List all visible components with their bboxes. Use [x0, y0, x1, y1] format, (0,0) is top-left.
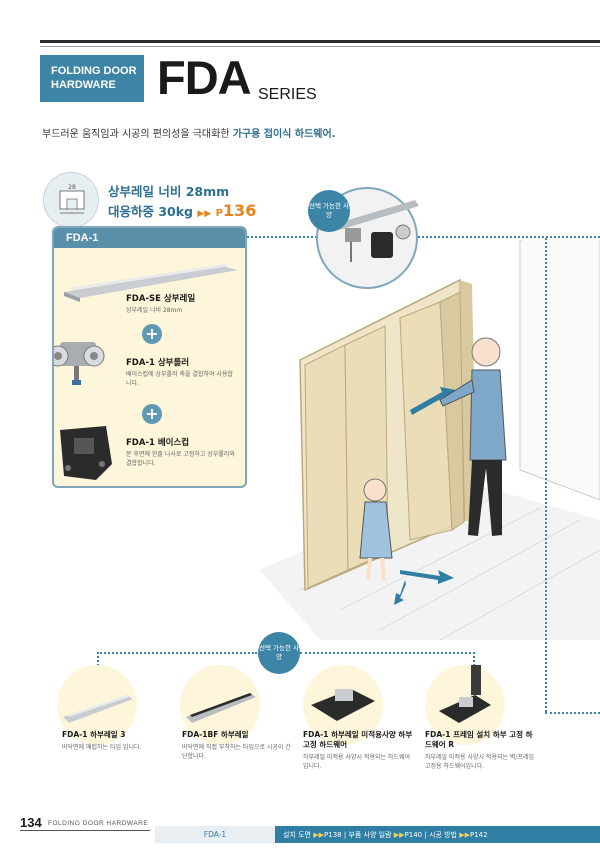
connector-line [247, 236, 317, 238]
plus-icon: + [142, 404, 162, 424]
base-cup-image [60, 426, 112, 480]
category-badge: FOLDING DOOR HARDWARE [40, 55, 144, 102]
bottom-item-desc-3: 하부레일 미적용 사양시 적용되는 하드웨어입니다. [303, 754, 410, 770]
top-rail-image [64, 264, 238, 302]
item-desc-roller: 베이스컵에 상부롤러 축을 결합하여 사용합니다. [126, 371, 233, 387]
item-name-rail: FDA-SE 상부레일 [126, 294, 196, 304]
page-title-series: SERIES [258, 86, 317, 103]
bottom-item-name-4: FDA-1 프레임 설치 하부 고정 하드웨어 R [425, 730, 533, 749]
item-name-roller: FDA-1 상부롤러 [126, 358, 190, 368]
select-badge-bottom: 선택 가능한 사양 [258, 632, 300, 674]
spec-arrows: ▶▶ [197, 209, 212, 219]
item-name-basecup: FDA-1 베이스컵 [126, 438, 190, 448]
spec-load-text: 대응하중 30kg [108, 204, 194, 219]
footer-nav-bar: FDA-1 설치 도면 ▶▶P138 | 부품 사양 일람 ▶▶P140 | 시… [155, 826, 600, 843]
footer-link-parts[interactable]: 부품 사양 일람 ▶▶P140 [348, 831, 423, 839]
bottom-connector [300, 652, 475, 654]
bottom-connector-drop [97, 652, 99, 670]
bottom-item-name-2: FDA-1BF 하부레일 [182, 730, 249, 739]
subtitle-plain: 부드러운 움직임과 시공의 편의성을 극대화한 [42, 129, 233, 140]
select-badge-top: 선택 가능한 사양 [308, 190, 350, 232]
rail-width-value: 28 [68, 184, 76, 191]
bottom-item-name-1: FDA-1 하부레일 3 [62, 730, 126, 739]
bottom-connector-drop [473, 652, 475, 670]
right-connector-h [545, 712, 600, 714]
right-connector [545, 238, 547, 712]
panel-title: FDA-1 [54, 228, 245, 248]
spec-page-link[interactable]: P136 [215, 201, 257, 220]
rail-width-icon: 28 [43, 172, 99, 228]
footer-tab[interactable]: FDA-1 [155, 826, 275, 843]
header-rule-thin [40, 46, 600, 47]
bottom-item-desc-2: 바닥면에 직접 부착하는 타입으로 시공이 간단합니다. [182, 744, 291, 760]
badge-line2: HARDWARE [51, 79, 116, 91]
bottom-item-circle-1 [57, 665, 137, 745]
footer-link-method[interactable]: 시공 방법 ▶▶P142 [428, 831, 488, 839]
page-subtitle: 부드러운 움직임과 시공의 편의성을 극대화한 가구용 접이식 하드웨어. [42, 125, 335, 140]
footer-links: 설치 도면 ▶▶P138 | 부품 사양 일람 ▶▶P140 | 시공 방법 ▶… [283, 831, 488, 839]
subtitle-bold: 가구용 접이식 하드웨어. [232, 129, 336, 140]
badge-line1: FOLDING DOOR [51, 65, 137, 77]
header-rule [40, 40, 600, 43]
item-desc-basecup: 문 후면에 한줄 나사로 고정하고 상부롤러와 결합합니다. [126, 451, 235, 467]
footer-link-drawing[interactable]: 설치 도면 ▶▶P138 [283, 831, 342, 839]
page-title: FDA [157, 51, 252, 104]
spec-load: 대응하중 30kg ▶▶ P136 [108, 201, 256, 220]
footer-rule [20, 830, 150, 831]
bottom-item-circle-3 [303, 665, 383, 745]
footer-page-number: 134 [20, 815, 42, 830]
bottom-item-circle-4 [425, 651, 505, 745]
bottom-item-name-3: FDA-1 하부레일 미적용사양 하부고정 하드웨어 [303, 730, 413, 749]
spec-rail-width: 상부레일 너비 28mm [108, 184, 230, 199]
bottom-connector [97, 652, 257, 654]
item-desc-rail: 상부레일 너비 28mm [126, 307, 183, 314]
folding-door-illustration [260, 240, 600, 640]
connector-line [415, 236, 600, 238]
bottom-item-circle-2 [180, 665, 260, 745]
roller-image [54, 342, 105, 385]
footer-label: FOLDING DOOR HARDWARE [48, 820, 149, 827]
fda1-components-panel: FDA-1 FDA-SE 상부레일 상부레일 너비 28mm + FDA-1 상… [52, 226, 247, 488]
bottom-item-desc-1: 바닥면에 매립하는 타입 입니다. [62, 744, 142, 751]
bottom-item-desc-4: 하부레일 미적용 사양시 적용되는 벽/프레임 고정용 하드웨어입니다. [425, 754, 535, 770]
plus-icon: + [142, 324, 162, 344]
